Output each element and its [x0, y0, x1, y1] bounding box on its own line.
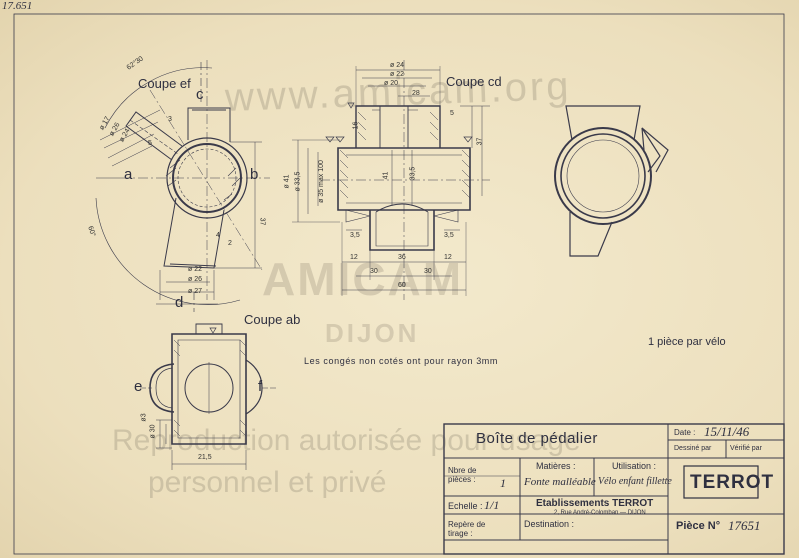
material-label: Matières : — [536, 461, 576, 471]
dim-ef-v5: 5 — [148, 140, 152, 147]
dim-cd-w30a: 30 — [370, 268, 378, 275]
material-value: Fonte malléable — [524, 476, 596, 488]
dim-cd-w12a: 12 — [350, 254, 358, 261]
dim-ef-d26b: ø 26 — [188, 276, 203, 283]
destination-label: Destination : — [524, 519, 575, 529]
view-title-cd: Coupe cd — [446, 74, 502, 89]
dim-cd-d335: ø 33,5 — [294, 171, 302, 192]
dim-cd-d24: ø 24 — [390, 62, 405, 69]
dim-cd-w35b: 3,5 — [444, 232, 454, 239]
company-address: 2, Rue André-Colomban — DIJON — [554, 510, 646, 516]
dim-ab-d3: ø3 — [140, 413, 148, 422]
dim-ef-v4: 4 — [216, 232, 220, 239]
dim-cd-d35: ø 35 max 100 — [317, 160, 325, 203]
watermark-logo: AMICAM — [262, 253, 464, 305]
dim-cd-d20: ø 20 — [384, 80, 399, 87]
brand-logo-text: TERROT — [690, 472, 775, 493]
dim-ab-w215: 21,5 — [198, 454, 212, 461]
dim-ef-v2: 2 — [228, 240, 232, 247]
view-title-ef: Coupe ef — [138, 76, 191, 91]
dim-cd-w35a: 3,5 — [350, 232, 360, 239]
view-cd — [292, 60, 490, 300]
part-number-label: Pièce N° — [676, 520, 721, 532]
dim-ef-v37: 37 — [258, 217, 266, 226]
part-number-value: 17651 — [728, 518, 761, 533]
point-label-d: d — [175, 294, 184, 311]
view-title-ab: Coupe ab — [244, 312, 301, 327]
watermark-repro-line1: Reproduction autorisée pour usage — [112, 424, 581, 457]
watermark-city: DIJON — [325, 318, 420, 348]
print-ref-label: Repère de tirage : — [448, 520, 486, 538]
note-per-bike: 1 pièce par vélo — [648, 336, 726, 348]
checked-by-label: Vérifié par — [730, 445, 762, 452]
view-right — [554, 105, 669, 257]
dim-cd-h37: 37 — [476, 137, 484, 146]
dim-ef-d22: ø 22 — [188, 266, 203, 273]
dim-cd-d22: ø 22 — [390, 71, 405, 78]
quantity-value: 1 — [500, 476, 506, 490]
usage-label: Utilisation : — [612, 461, 657, 471]
quantity-label: Nbre de pièces : — [448, 466, 477, 484]
drawn-by-label: Dessiné par — [674, 445, 712, 452]
date-value: 15/11/46 — [704, 424, 750, 439]
point-label-c: c — [196, 86, 204, 103]
usage-value: Vélo enfant fillette — [598, 476, 672, 487]
dim-cd-w60: 60 — [398, 282, 406, 289]
note-fillets: Les congés non cotés ont pour rayon 3mm — [304, 356, 498, 366]
dim-cd-h335: 33,5 — [409, 166, 417, 181]
dim-cd-h16: 16 — [352, 121, 360, 130]
company-name: Etablissements TERROT — [536, 498, 654, 509]
watermark-repro-line2: personnel et privé — [148, 466, 387, 499]
point-label-b: b — [250, 166, 259, 183]
scale-value: 1/1 — [484, 498, 500, 512]
dim-cd-d41: ø 41 — [283, 174, 291, 189]
dim-ab-d30: ø 30 — [149, 424, 157, 439]
dim-cd-h41: 41 — [382, 171, 390, 180]
scale-label: Echelle : — [448, 501, 483, 511]
title-block-lines — [443, 423, 785, 555]
date-label: Date : — [674, 428, 696, 437]
point-label-a: a — [124, 166, 133, 183]
sheet-number: 17.651 — [2, 0, 33, 12]
dim-cd-h5: 5 — [450, 110, 454, 117]
point-label-e: e — [134, 378, 143, 395]
view-ef — [95, 60, 270, 312]
point-label-f: f — [258, 378, 263, 395]
view-ab — [140, 323, 276, 470]
dim-cd-w12b: 12 — [444, 254, 452, 261]
dim-ef-d27: ø 27 — [188, 288, 203, 295]
part-name: Boîte de pédalier — [476, 430, 598, 447]
dim-cd-w28: 28 — [412, 90, 420, 97]
dim-cd-w36: 36 — [398, 254, 406, 261]
dim-cd-w30b: 30 — [424, 268, 432, 275]
dim-ef-v3: 3 — [168, 116, 172, 123]
